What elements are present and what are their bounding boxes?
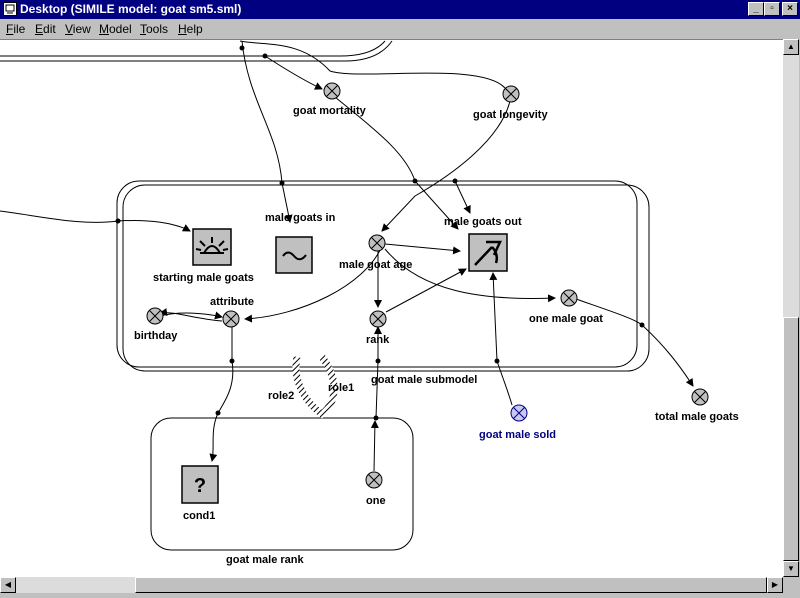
role-link-hatched[interactable] (292, 354, 338, 419)
label-male-goats-out: male goats out (444, 216, 522, 228)
variable-total-male-goats[interactable] (691, 388, 709, 406)
menu-bar: File Edit View Model Tools Help (0, 19, 800, 39)
variable-rank[interactable] (369, 310, 387, 328)
scroll-down-button[interactable]: ▼ (783, 561, 799, 577)
variable-goat-mortality[interactable] (323, 82, 341, 100)
menu-tools-label: ools (146, 22, 169, 36)
variable-birthday[interactable] (146, 307, 164, 325)
app-icon (3, 2, 17, 16)
menu-view-mnemonic: V (65, 22, 73, 36)
label-cond1: cond1 (183, 510, 215, 522)
scroll-right-button[interactable]: ▶ (767, 577, 783, 593)
label-role1: role1 (328, 382, 354, 394)
vertical-scrollbar[interactable]: ▲ ▼ (783, 39, 800, 577)
variable-attribute[interactable] (222, 310, 240, 328)
compartment-starting-male-goats[interactable] (192, 228, 232, 266)
condition-cond1[interactable]: ? (181, 465, 219, 504)
maximize-button[interactable]: ▫ (764, 2, 780, 16)
scrollbar-corner (783, 577, 800, 594)
variable-goat-male-sold[interactable] (510, 404, 528, 422)
label-male-goats-in: male goats in (265, 212, 336, 224)
flow-male-goats-out[interactable] (468, 233, 508, 272)
title-bar: Desktop (SIMILE model: goat sm5.sml) _ ▫… (0, 0, 800, 19)
label-goat-male-sold: goat male sold (479, 429, 556, 441)
label-rank: rank (366, 334, 390, 346)
flow-male-goats-in[interactable] (275, 236, 313, 274)
menu-view-label: iew (72, 22, 91, 36)
menu-edit-label: dit (43, 22, 56, 36)
junction-dots (115, 45, 645, 421)
vertical-scroll-thumb[interactable] (783, 317, 799, 561)
goat-male-submodel-box[interactable] (116, 180, 650, 372)
condition-question-icon: ? (194, 475, 206, 497)
menu-edit-mnemonic: E (35, 22, 44, 36)
variable-male-goat-age[interactable] (368, 234, 386, 252)
menu-help-mnemonic: H (178, 22, 187, 36)
outer-submodel-border[interactable] (0, 40, 393, 62)
label-attribute: attribute (210, 296, 254, 308)
label-starting-male-goats: starting male goats (153, 272, 254, 284)
menu-file[interactable]: File (6, 22, 25, 36)
label-birthday: birthday (134, 330, 178, 342)
menu-help-label: elp (186, 22, 203, 36)
model-diagram: starting male goats male goats in male g… (0, 40, 739, 566)
label-goat-longevity: goat longevity (473, 109, 548, 121)
label-goat-male-rank: goat male rank (226, 554, 305, 566)
variable-goat-longevity[interactable] (502, 85, 520, 103)
menu-file-mnemonic: F (6, 22, 14, 36)
variable-one[interactable] (365, 471, 383, 489)
goat-male-rank-box[interactable] (150, 417, 415, 554)
label-one: one (366, 495, 386, 507)
menu-help[interactable]: Help (178, 22, 203, 36)
menu-model-mnemonic: M (99, 22, 109, 36)
label-male-goat-age: male goat age (339, 259, 412, 271)
influence-links (0, 40, 694, 472)
menu-model[interactable]: Model (99, 22, 132, 36)
label-goat-male-submodel: goat male submodel (371, 374, 477, 386)
label-total-male-goats: total male goats (655, 411, 739, 423)
label-goat-mortality: goat mortality (293, 105, 367, 117)
scroll-up-button[interactable]: ▲ (783, 39, 799, 55)
menu-tools[interactable]: Tools (140, 22, 168, 36)
label-role2: role2 (268, 390, 294, 402)
horizontal-scrollbar[interactable]: ◀ ▶ (0, 577, 783, 594)
label-one-male-goat: one male goat (529, 313, 603, 325)
window-title: Desktop (SIMILE model: goat sm5.sml) (20, 2, 242, 16)
variable-one-male-goat[interactable] (560, 289, 578, 307)
close-button[interactable]: × (782, 2, 798, 16)
menu-file-label: ile (13, 22, 26, 36)
horizontal-scroll-thumb[interactable] (135, 577, 767, 593)
menu-model-label: odel (109, 22, 132, 36)
menu-view[interactable]: View (65, 22, 91, 36)
minimize-button[interactable]: _ (748, 2, 764, 16)
menu-edit[interactable]: Edit (35, 22, 56, 36)
scroll-left-button[interactable]: ◀ (0, 577, 16, 593)
menu-tools-mnemonic: T (140, 22, 146, 36)
model-canvas[interactable]: starting male goats male goats in male g… (0, 39, 783, 578)
